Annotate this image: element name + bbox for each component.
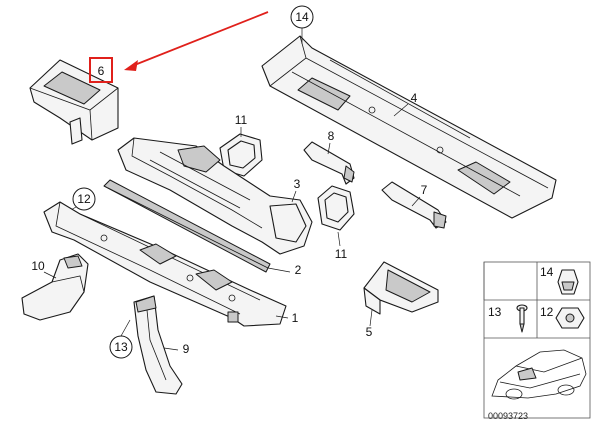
inset-label-14: 14 [540, 265, 554, 279]
callout-13: 13 [114, 340, 128, 354]
nut-12-icon [555, 307, 585, 329]
inset-label-12: 12 [540, 305, 554, 319]
part-7-bracket [381, 181, 447, 229]
part-4-cowl-cover [261, 35, 557, 219]
highlight-arrow [131, 11, 269, 67]
car-silhouette-icon [491, 349, 587, 400]
part-5-bracket [363, 261, 439, 315]
highlight-box [89, 57, 113, 83]
callout-14: 14 [295, 10, 309, 24]
part-11-seal-upper [219, 133, 263, 177]
part-8-bracket [303, 141, 355, 185]
part-6-duct [29, 59, 119, 145]
callout-11a: 11 [235, 113, 248, 127]
part-11-seal-lower [317, 185, 355, 231]
callout-12: 12 [77, 192, 91, 206]
callout-2: 2 [295, 263, 302, 277]
part-3-housing [117, 137, 313, 255]
callout-9: 9 [183, 342, 190, 356]
callout-3: 3 [294, 177, 301, 191]
inset-panel: 14 13 12 [483, 261, 591, 419]
inset-label-13: 13 [488, 305, 502, 319]
pin-13-icon [516, 304, 528, 333]
part-10-duct [21, 253, 89, 321]
clip-14-icon [557, 269, 579, 295]
part-2-seal-strip [103, 179, 271, 273]
callout-5: 5 [366, 325, 373, 339]
callout-1: 1 [292, 311, 299, 325]
callout-7: 7 [421, 183, 428, 197]
callout-4: 4 [411, 91, 418, 105]
part-9-duct [133, 295, 183, 395]
callout-11b: 11 [335, 247, 348, 261]
part-1-cowl-panel [43, 201, 287, 327]
callout-6: 6 [98, 64, 105, 78]
callout-8: 8 [328, 129, 335, 143]
diagram-code: 00093723 [488, 411, 528, 421]
callout-10: 10 [31, 259, 45, 273]
callout-12-circle [72, 187, 96, 211]
highlight-arrowhead [124, 60, 138, 71]
